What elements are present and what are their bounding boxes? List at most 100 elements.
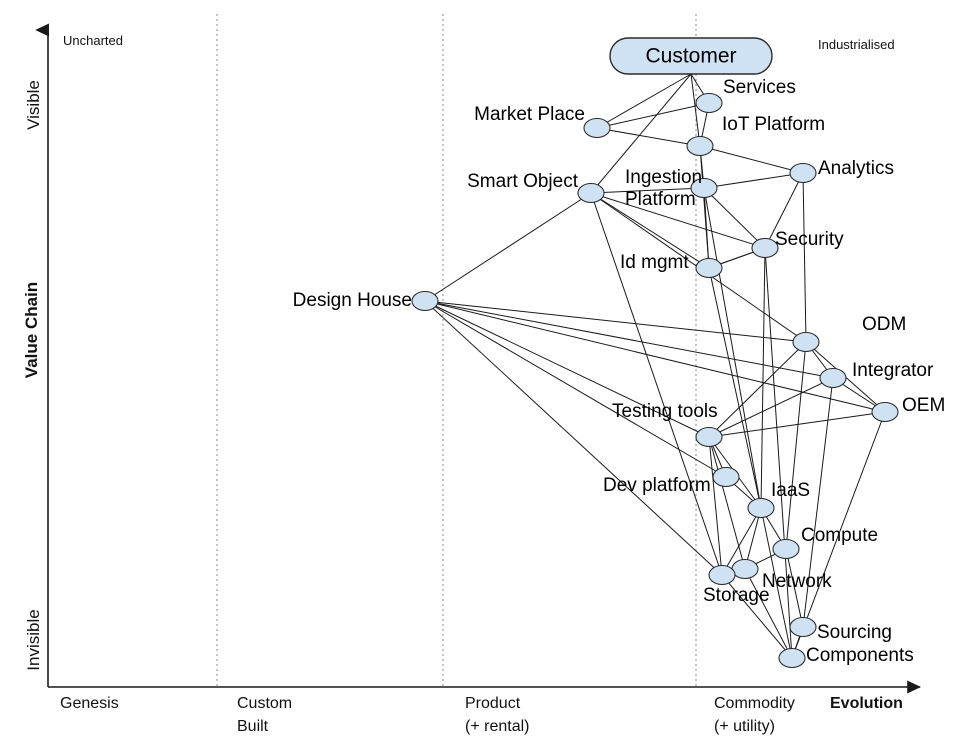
node-label-idmgmt: Id mgmt [620,252,689,273]
node-ingestion[interactable]: Ingestion [625,167,718,199]
node-dot-iotplatform [686,135,714,157]
node-security[interactable]: Security [751,229,844,259]
node-label-components: Components [806,645,914,666]
edge-analytics-to-odm [802,172,807,343]
node-label-testingtools: Testing tools [612,401,718,422]
gridlines [216,14,697,687]
node-dot-components [778,647,806,669]
node-label-smartobject: Smart Object [467,171,579,192]
edge-odm-to-testingtools [708,341,807,438]
node-iaas[interactable]: IaaS [747,480,810,519]
node-iotplatform[interactable]: IoT Platform [686,114,825,157]
edge-smartobject-to-ingestion [590,187,705,194]
node-dot-compute [772,538,800,560]
node-devplatform[interactable]: Dev platform [603,466,740,497]
edge-designhouse-to-integrator [424,300,834,379]
y-axis-invisible-label: Invisible [24,609,43,670]
edge-odm-to-compute [785,341,807,550]
x-axis-title: Evolution [830,695,903,712]
node-dot-sourcing [789,616,817,638]
edge-iotplatform-to-analytics [699,145,804,174]
edge-services-to-marketplace [596,102,710,129]
node-sourcing[interactable]: Sourcing [789,616,892,644]
node-label-storage: Storage [703,585,770,606]
node-dot-iaas [747,497,775,519]
node-dot-security [751,237,779,259]
edge-anchor-to-smartobject [590,73,692,194]
node-dot-integrator [819,367,847,389]
edge-designhouse-to-oem [424,300,886,413]
node-idmgmt[interactable]: Id mgmt [620,252,723,279]
node-storage[interactable]: Storage [703,564,770,607]
x-tick-label-3-line1: Commodity [714,695,795,712]
node-services[interactable]: Services [695,77,796,114]
node-label-compute: Compute [801,525,878,546]
anchor-node[interactable]: Customer [609,37,773,75]
edge-analytics-to-security [764,172,804,249]
node-label-odm: ODM [862,314,906,335]
edge-smartobject-to-storage [590,192,723,576]
node-label-ingestion: Ingestion [625,167,702,188]
node-compute[interactable]: Compute [772,525,878,560]
node-dot-storage [708,564,736,586]
edge-components-to-storage [721,574,793,659]
node-dot-testingtools [695,426,723,448]
node-label-analytics: Analytics [818,158,894,179]
edge-components-to-network [744,568,793,659]
y-axis-visible-label: Visible [24,80,43,130]
node-components[interactable]: Components [778,645,914,669]
node-dot-marketplace [583,117,611,139]
node-smartobject[interactable]: Smart Object [467,171,605,204]
node-label-iotplatform: IoT Platform [722,114,825,135]
node-dot-smartobject [577,182,605,204]
x-tick-label-1-line2: Built [237,718,269,735]
edge-testingtools-to-storage [708,436,723,576]
node-label-integrator: Integrator [852,360,934,381]
node-label-marketplace: Market Place [474,104,585,125]
node-testingtools[interactable]: Testing tools [612,401,723,448]
edge-oem-to-components [791,411,886,659]
node-oem[interactable]: OEM [871,395,945,423]
node-designhouse[interactable]: Design House [293,290,439,312]
edge-integrator-to-testingtools [708,377,834,438]
node-odm[interactable]: ODM [792,314,906,353]
node-dot-network [731,558,759,580]
node-label-sourcing: Sourcing [817,622,892,643]
edge-smartobject-to-idmgmt [590,192,710,269]
node-dot-odm [792,331,820,353]
node-dot-designhouse [411,290,439,312]
edge-anchor-to-marketplace [596,73,692,129]
x-tick-label-3-line2: (+ utility) [714,718,775,735]
node-marketplace[interactable]: Market Place [474,104,611,139]
edge-designhouse-to-devplatform [424,300,727,478]
node-dot-oem [871,401,899,423]
edge-ingestion-to-idmgmt [703,187,710,269]
edge-security-to-iaas [760,247,766,509]
edge-smartobject-to-security [590,192,766,249]
uncharted-label: Uncharted [63,33,123,48]
x-tick-label-2-line2: (+ rental) [465,718,529,735]
dependency-edges [424,73,886,659]
node-label-ingestion-line2: Platform [625,189,696,210]
edge-iaas-to-components [760,507,793,659]
node-network[interactable]: Network [731,558,832,593]
edge-ingestion-to-iaas [703,187,762,509]
industrialised-label: Industrialised [818,37,895,52]
node-dot-services [695,92,723,114]
edge-security-to-components [764,247,793,659]
node-integrator[interactable]: Integrator [819,360,934,389]
edge-sourcing-to-compute [785,548,804,628]
node-analytics[interactable]: Analytics [789,158,894,184]
edge-marketplace-to-iotplatform [596,127,701,147]
edge-idmgmt-to-iaas [708,267,762,509]
edge-smartobject-to-designhouse [424,192,592,302]
edge-ingestion-to-analytics [703,172,804,189]
x-tick-label-0-line1: Genesis [60,695,119,712]
edge-designhouse-to-odm [424,300,807,343]
node-dot-idmgmt [695,257,723,279]
edge-anchor-to-iotplatform [690,73,701,147]
anchor-label: Customer [645,45,736,68]
